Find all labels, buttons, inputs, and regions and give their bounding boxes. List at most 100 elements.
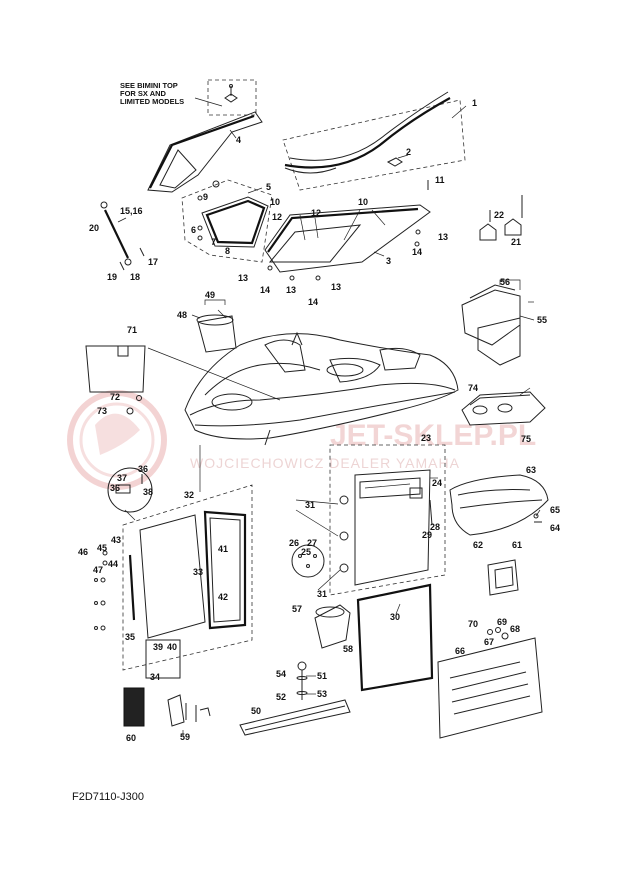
watermark-subtitle: WOJCIECHOWICZ DEALER YAMAHA — [190, 455, 460, 471]
watermark-logo-text: JET-SKLEP.PL — [330, 419, 536, 452]
callout-c32: 32 — [184, 490, 194, 500]
callout-c40: 40 — [167, 642, 177, 652]
seat-63 — [449, 474, 549, 536]
callout-c33: 33 — [193, 567, 203, 577]
callout-c7: 7 — [211, 237, 216, 247]
callout-c61: 61 — [512, 540, 522, 550]
callout-c12b: 12 — [311, 208, 321, 218]
callout-c13c: 13 — [331, 282, 341, 292]
clip-2-icon — [386, 157, 403, 167]
callout-c56: 56 — [500, 277, 510, 287]
callout-c47: 47 — [93, 565, 103, 575]
callout-c13a: 13 — [238, 273, 248, 283]
callout-c74: 74 — [468, 383, 478, 393]
callout-c38: 38 — [143, 487, 153, 497]
callout-c17: 17 — [148, 257, 158, 267]
rub-strip-50 — [239, 699, 351, 736]
vent-61 — [487, 513, 542, 596]
callout-c25: 25 — [301, 547, 311, 557]
detail-circle-36-38 — [107, 445, 201, 521]
callout-c24: 24 — [432, 478, 442, 488]
side-panel-3 — [264, 180, 431, 281]
callout-c10b: 10 — [358, 197, 368, 207]
callout-c71: 71 — [127, 325, 137, 335]
callout-c44: 44 — [108, 559, 118, 569]
callout-c66: 66 — [455, 646, 465, 656]
callout-c1: 1 — [472, 98, 477, 108]
callout-c31b: 31 — [317, 589, 327, 599]
mat-71 — [85, 345, 281, 401]
info-panel-66 — [437, 627, 543, 739]
callout-c37: 37 — [117, 473, 127, 483]
glove-box-48 — [191, 299, 237, 353]
bimini-note: SEE BIMINI TOP FOR SX AND LIMITED MODELS — [120, 79, 257, 116]
callout-c20: 20 — [89, 223, 99, 233]
callout-c26: 26 — [289, 538, 299, 548]
callout-c43: 43 — [111, 535, 121, 545]
callout-c12a: 12 — [272, 212, 282, 222]
storage-compartment-55 — [461, 279, 535, 366]
callout-c54: 54 — [276, 669, 286, 679]
watermark: JET-SKLEP.PL WOJCIECHOWICZ DEALER YAMAHA — [67, 390, 536, 490]
callout-c70: 70 — [468, 619, 478, 629]
callout-c52: 52 — [276, 692, 286, 702]
window-assembly-5 — [181, 179, 273, 263]
callout-c45: 45 — [97, 543, 107, 553]
windshield-frame-4 — [147, 111, 263, 193]
callout-c62: 62 — [473, 540, 483, 550]
watermark-logo-icon — [67, 390, 167, 490]
callout-c39: 39 — [153, 642, 163, 652]
callout-c21: 21 — [511, 237, 521, 247]
callout-c18: 18 — [130, 272, 140, 282]
cup-holder-57 — [314, 604, 351, 649]
callout-c10a: 10 — [270, 197, 280, 207]
callout-c1516: 15,16 — [120, 206, 143, 216]
note-line-3: LIMITED MODELS — [120, 97, 184, 106]
callout-c28: 28 — [430, 522, 440, 532]
callout-c9: 9 — [203, 192, 208, 202]
callout-c69: 69 — [497, 617, 507, 627]
pad-60 — [123, 687, 145, 727]
figure-code: F2D7110-J300 — [72, 791, 144, 803]
callout-c64: 64 — [550, 523, 560, 533]
callout-c27: 27 — [307, 538, 317, 548]
callout-c68: 68 — [510, 624, 520, 634]
deck-rail-1 — [282, 91, 467, 191]
callout-c6: 6 — [191, 225, 196, 235]
callout-c11: 11 — [435, 175, 445, 185]
callout-c72: 72 — [110, 392, 120, 402]
callout-c73: 73 — [97, 406, 107, 416]
hatch-cover-assembly-23 — [291, 444, 446, 596]
callout-c19: 19 — [107, 272, 117, 282]
callout-c34: 34 — [150, 672, 160, 682]
gasket-30 — [356, 583, 434, 692]
callout-c42: 42 — [218, 592, 228, 602]
callout-c36a: 36 — [138, 464, 148, 474]
callout-c50: 50 — [251, 706, 261, 716]
tool-kit-59 — [167, 694, 211, 736]
note-line-2: FOR SX AND — [120, 89, 167, 98]
callout-c14c: 14 — [412, 247, 422, 257]
callout-c14b: 14 — [308, 297, 318, 307]
callout-c67: 67 — [484, 637, 494, 647]
callout-c53: 53 — [317, 689, 327, 699]
gas-strut-20 — [100, 201, 145, 271]
callout-c59: 59 — [180, 732, 190, 742]
fuel-box-assembly-32 — [94, 484, 253, 679]
callout-c63: 63 — [526, 465, 536, 475]
callout-c48: 48 — [177, 310, 187, 320]
callout-c57: 57 — [292, 604, 302, 614]
callout-c3: 3 — [386, 256, 391, 266]
callout-c55: 55 — [537, 315, 547, 325]
callout-c35: 35 — [125, 632, 135, 642]
callout-c8: 8 — [225, 246, 230, 256]
callout-c46: 46 — [78, 547, 88, 557]
callout-c14a: 14 — [260, 285, 270, 295]
bimini-bracket-icon — [224, 84, 238, 103]
bracket-21-22 — [479, 195, 523, 241]
callout-c49: 49 — [205, 290, 215, 300]
fasteners-51-54 — [296, 661, 316, 700]
callout-c31a: 31 — [305, 500, 315, 510]
